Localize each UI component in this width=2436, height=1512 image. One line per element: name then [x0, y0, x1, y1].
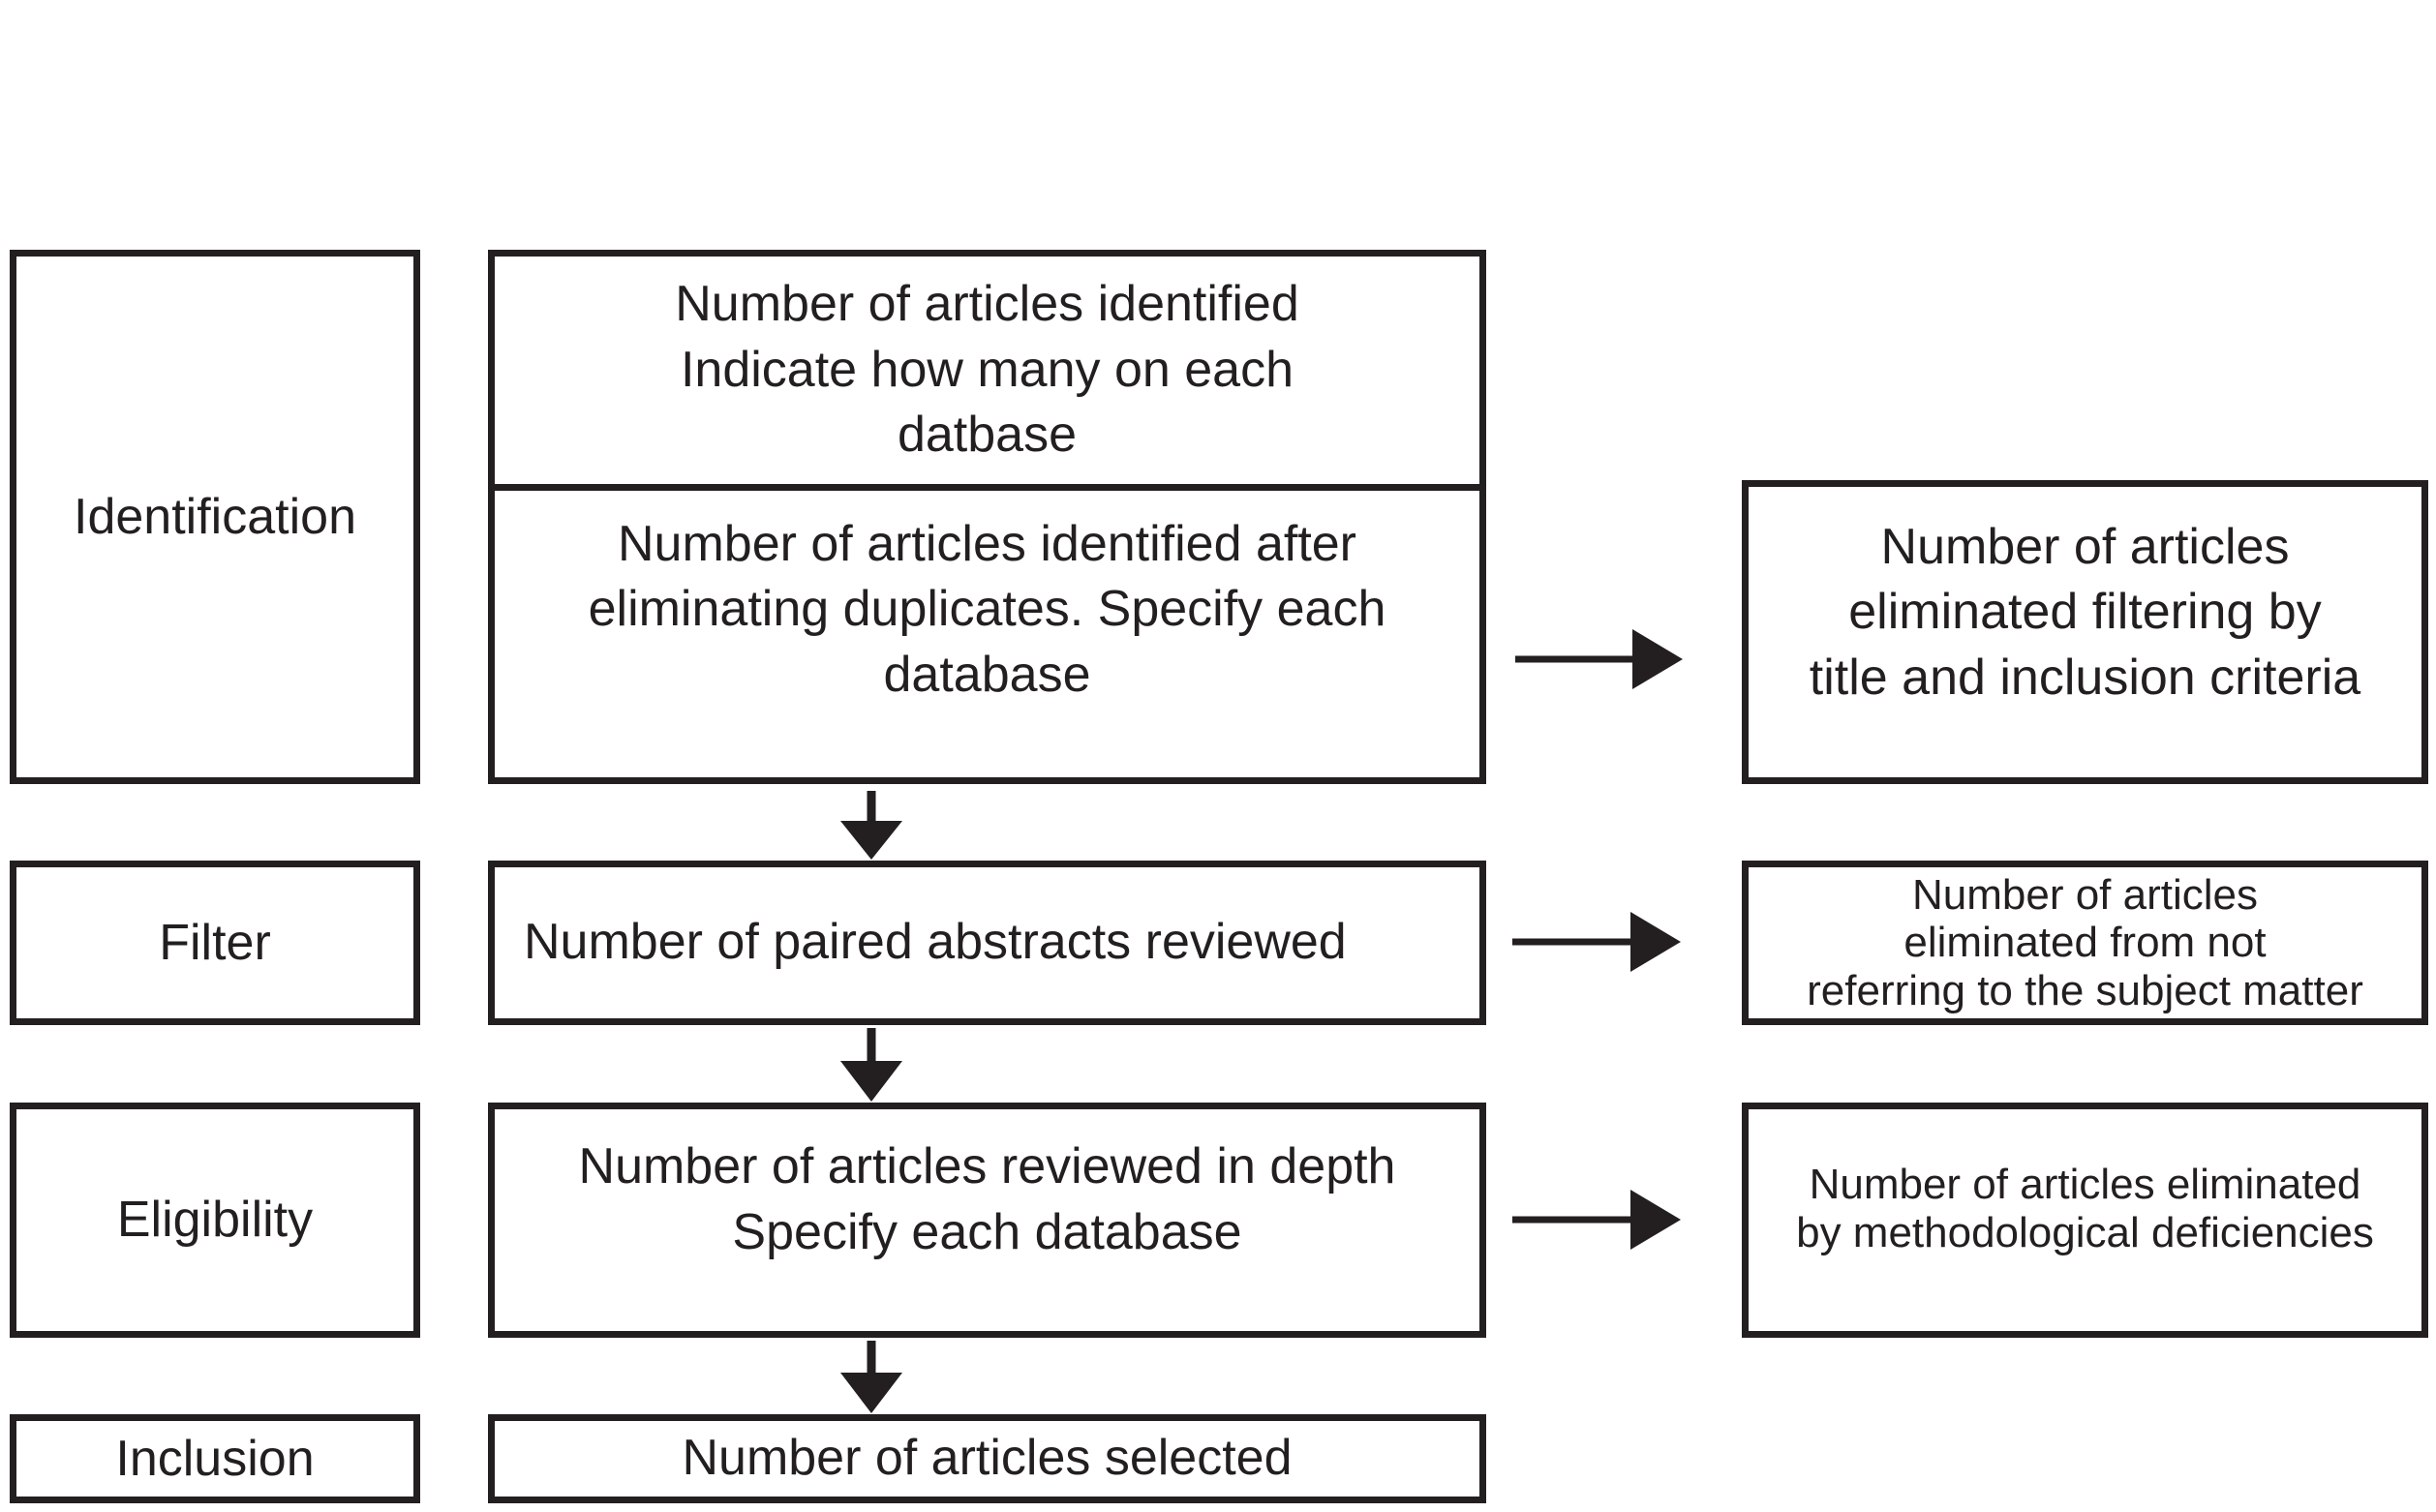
arrow-down-to-filter — [840, 791, 902, 860]
stage-inclusion-label: Inclusion — [115, 1430, 315, 1487]
articles-selected-box: Number of articles selected — [488, 1414, 1486, 1503]
excluded-by-method-box: Number of articles eliminated by methodo… — [1742, 1103, 2428, 1338]
articles-identified-text: Number of articles identified Indicate h… — [675, 276, 1299, 464]
abstracts-reviewed-box: Number of paired abstracts reviewed — [488, 861, 1486, 1025]
stage-eligibility-box: Eligibility — [10, 1103, 420, 1338]
stage-filter-label: Filter — [159, 914, 271, 971]
excluded-by-title-text: Number of articles eliminated filtering … — [1809, 518, 2361, 706]
articles-deduplicated-text: Number of articles identified after elim… — [588, 515, 1386, 703]
stage-identification-box: Identification — [10, 250, 420, 784]
arrow-right-excluded-subject — [1512, 912, 1681, 972]
arrow-right-excluded-title — [1515, 629, 1683, 689]
stage-inclusion-box: Inclusion — [10, 1414, 420, 1503]
excluded-by-subject-box: Number of articles eliminated from not r… — [1742, 861, 2428, 1025]
stage-filter-box: Filter — [10, 861, 420, 1025]
excluded-by-method-text: Number of articles eliminated by methodo… — [1796, 1161, 2374, 1256]
articles-identified-box: Number of articles identified Indicate h… — [488, 250, 1486, 491]
abstracts-reviewed-text: Number of paired abstracts reviewed — [524, 914, 1347, 971]
arrow-down-to-eligibility — [840, 1028, 902, 1102]
articles-deduplicated-box: Number of articles identified after elim… — [488, 484, 1486, 784]
stage-eligibility-label: Eligibility — [116, 1192, 314, 1249]
articles-in-depth-box: Number of articles reviewed in depth Spe… — [488, 1103, 1486, 1338]
excluded-by-title-box: Number of articles eliminated filtering … — [1742, 480, 2428, 784]
stage-identification-label: Identification — [74, 488, 356, 545]
arrow-down-to-inclusion — [840, 1341, 902, 1413]
articles-in-depth-text: Number of articles reviewed in depth Spe… — [578, 1138, 1396, 1260]
excluded-by-subject-text: Number of articles eliminated from not r… — [1807, 871, 2363, 1014]
arrow-right-excluded-method — [1512, 1190, 1681, 1250]
articles-selected-text: Number of articles selected — [682, 1430, 1293, 1487]
